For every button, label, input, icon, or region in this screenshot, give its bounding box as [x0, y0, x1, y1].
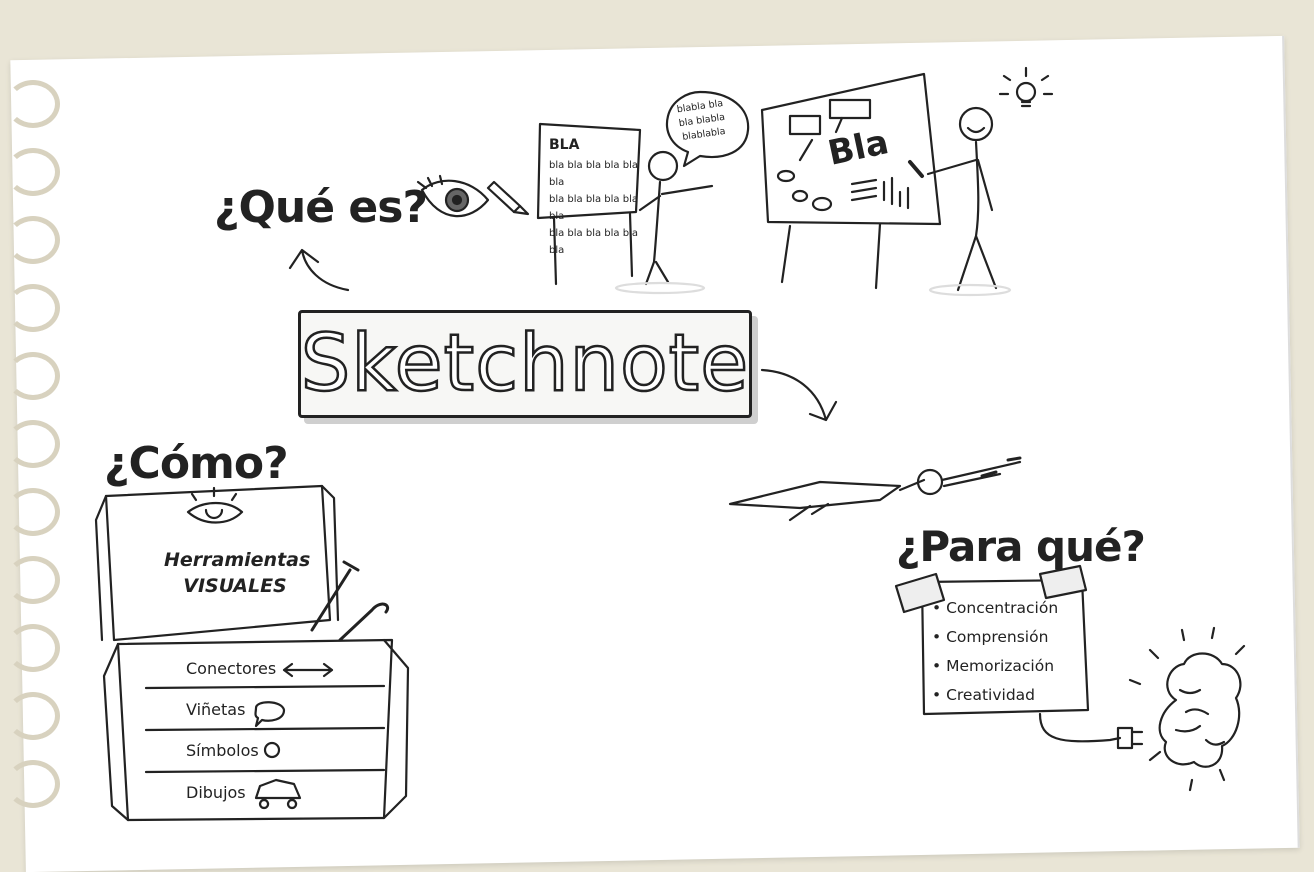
section-heading-como: ¿Cómo? — [104, 438, 289, 489]
toolbox-chest — [94, 484, 410, 822]
plug-icon — [1038, 712, 1144, 750]
whiteboard-line: bla bla bla bla bla bla — [549, 160, 638, 188]
whiteboard-small — [536, 122, 642, 286]
benefit-item: Creatividad — [932, 681, 1058, 710]
marker-icon — [908, 160, 924, 178]
toolbox-title-line: VISUALES — [183, 575, 287, 597]
section-heading-que-es: ¿Qué es? — [214, 182, 428, 233]
arrow-down-right-icon — [760, 368, 838, 422]
benefit-item: Concentración — [932, 594, 1058, 623]
benefits-list: Concentración Comprensión Memorización C… — [932, 594, 1058, 710]
speech-bubble-icon — [665, 90, 750, 168]
wrench-icon — [338, 602, 389, 642]
tool-item-simbolos: Símbolos — [186, 741, 259, 760]
tool-item-vinetas: Viñetas — [186, 700, 246, 719]
speech-bubble-text: blabla bla bla blabla blablabla — [671, 96, 732, 145]
brain-icon — [1128, 626, 1246, 792]
car-icon — [254, 778, 302, 810]
at-symbol-icon — [263, 741, 281, 759]
page-title: Sketchnote — [299, 318, 750, 411]
lightbulb-icon — [998, 66, 1054, 108]
benefit-item: Memorización — [932, 652, 1058, 681]
eye-icon — [416, 174, 490, 218]
section-heading-para-que: ¿Para qué? — [896, 522, 1146, 571]
tool-item-dibujos: Dibujos — [186, 783, 246, 802]
stick-figure-presenter — [614, 150, 714, 295]
arrow-up-left-icon — [288, 248, 350, 292]
whiteboard-line: bla bla bla bla bla bla — [549, 228, 638, 256]
whiteboard-lines: bla bla bla bla bla bla bla bla bla bla … — [549, 157, 639, 259]
double-arrow-icon — [282, 662, 334, 678]
stick-figure-pointer — [908, 106, 1012, 297]
toolbox-title-line: Herramientas — [164, 549, 311, 571]
sketchnote-title-board: Sketchnote — [298, 310, 752, 418]
whiteboard-line: bla bla bla bla bla bla — [549, 194, 638, 222]
tool-item-conectores: Conectores — [186, 659, 277, 678]
benefit-item: Comprensión — [932, 623, 1058, 652]
screwdriver-icon — [310, 560, 360, 632]
eye-icon — [186, 501, 244, 524]
flying-superhero — [728, 456, 1022, 522]
pencil-icon — [486, 180, 530, 216]
speech-bubble-icon — [254, 701, 286, 728]
toolbox-title: Herramientas VISUALES — [164, 547, 311, 599]
whiteboard-large — [760, 72, 942, 290]
whiteboard-heading: BLA — [549, 137, 580, 153]
